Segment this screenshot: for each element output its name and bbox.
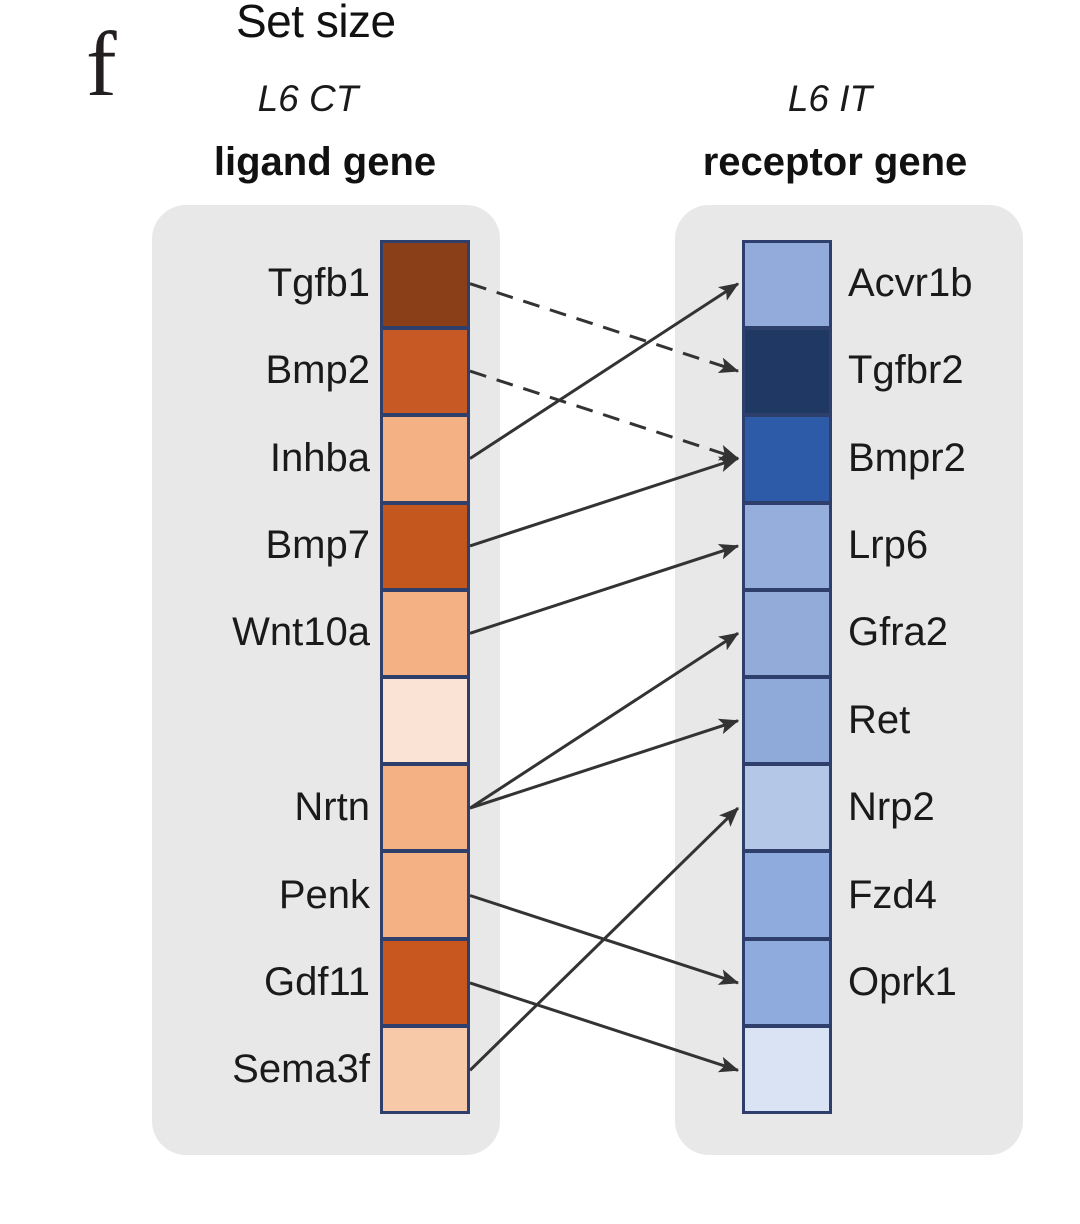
celltype-label-left: L6 CT — [257, 78, 359, 119]
heatmap-cell — [383, 851, 467, 939]
heatmap-cell — [745, 677, 829, 765]
row-label: Nrp2 — [848, 785, 935, 830]
row-label: Lrp6 — [848, 522, 929, 567]
row-label: Tgfb1 — [267, 260, 370, 305]
heatmap-column-ligand — [380, 240, 470, 1114]
heatmap-cell — [383, 677, 467, 765]
heatmap-cell — [383, 589, 467, 678]
heatmap-cell — [745, 938, 829, 1026]
heatmap-cell — [383, 1025, 467, 1112]
set-size-title: Set size — [236, 0, 396, 47]
row-label: Gdf11 — [264, 959, 370, 1004]
heatmap-cell — [383, 764, 467, 852]
row-label: Oprk1 — [848, 959, 957, 1004]
row-label: Sema3f — [232, 1047, 370, 1092]
heatmap-cell — [383, 415, 467, 503]
heatmap-cell — [745, 502, 829, 590]
heatmap-cell — [745, 589, 829, 678]
row-label: Bmpr2 — [848, 435, 966, 480]
row-label: Nrtn — [294, 785, 370, 830]
row-label: Gfra2 — [848, 610, 949, 655]
row-label: Bmp2 — [265, 348, 371, 393]
row-label: Bmp7 — [265, 522, 371, 567]
column-header-receptor-gene: receptor gene — [702, 140, 968, 184]
panel-letter: f — [86, 13, 117, 115]
heatmap-cell — [745, 415, 829, 503]
heatmap-cell — [745, 328, 829, 416]
heatmap-cell — [745, 851, 829, 939]
row-label: Ret — [848, 697, 911, 742]
heatmap-column-receptor — [742, 240, 832, 1114]
heatmap-cell — [745, 1025, 829, 1112]
row-label: Inhba — [269, 435, 370, 480]
column-header-ligand-gene: ligand gene — [213, 140, 437, 184]
row-label: Penk — [278, 872, 370, 917]
heatmap-cell — [383, 328, 467, 416]
heatmap-cell — [745, 243, 829, 329]
row-label: Tgfbr2 — [848, 348, 964, 393]
heatmap-cell — [745, 764, 829, 852]
heatmap-cell — [383, 502, 467, 590]
heatmap-cell — [383, 243, 467, 329]
row-label: Acvr1b — [848, 260, 973, 305]
heatmap-cell — [383, 938, 467, 1026]
row-label: Fzd4 — [848, 872, 937, 917]
celltype-label-right: L6 IT — [787, 78, 873, 119]
row-label: Wnt10a — [232, 610, 370, 655]
